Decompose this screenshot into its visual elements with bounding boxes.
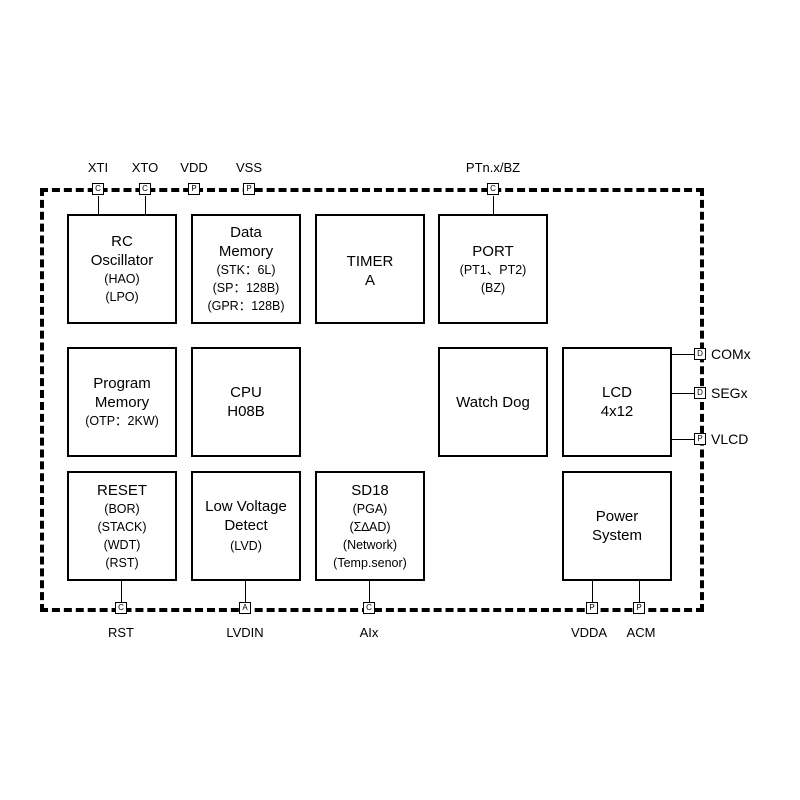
block-program-memory: Program Memory (OTP：2KW) xyxy=(67,347,177,457)
pin-xti: C xyxy=(92,183,104,195)
block-subtitle: (STK：6L) xyxy=(216,263,276,277)
pin-vlcd: P xyxy=(694,433,706,445)
wire-lvdin xyxy=(245,580,246,602)
pin-label-acm: ACM xyxy=(626,625,656,640)
block-subtitle: (RST) xyxy=(105,555,139,570)
block-data-memory: Data Memory (STK：6L) (SP：128B) (GPR：128B… xyxy=(191,214,301,324)
block-title: A xyxy=(364,272,375,289)
pin-label-rst: RST xyxy=(108,625,134,640)
wire-aix xyxy=(369,580,370,602)
block-subtitle: (Network) xyxy=(342,537,398,552)
pin-comx: D xyxy=(694,348,706,360)
pin-segx: D xyxy=(694,387,706,399)
block-title: Memory xyxy=(218,243,274,260)
pin-label-segx: SEGx xyxy=(711,385,748,401)
wire-ptn xyxy=(493,196,494,214)
block-subtitle: (Σ∆AD) xyxy=(349,519,391,534)
wire-xto xyxy=(145,196,146,214)
block-subtitle: (PT1、PT2) xyxy=(459,262,527,277)
block-title: Power xyxy=(595,508,639,525)
pin-label-vdd: VDD xyxy=(180,160,208,175)
block-timer-a: TIMER A xyxy=(315,214,425,324)
pin-rst: C xyxy=(115,602,127,614)
block-subtitle: (OTP：2KW) xyxy=(85,414,159,428)
block-title: RESET xyxy=(96,481,147,499)
pin-ptn: C xyxy=(487,183,499,195)
block-subtitle: (WDT) xyxy=(103,537,141,552)
wire-xti xyxy=(98,196,99,214)
block-title: LCD xyxy=(601,384,632,401)
block-title: SD18 xyxy=(351,481,389,499)
block-cpu: CPU H08B xyxy=(191,347,301,457)
block-title: System xyxy=(591,527,642,544)
block-lcd: LCD 4x12 xyxy=(562,347,672,457)
block-subtitle: (LPO) xyxy=(105,290,139,304)
block-low-voltage-detect: Low Voltage Detect (LVD) xyxy=(191,471,301,581)
block-title: PORT xyxy=(472,242,514,260)
block-rc-oscillator: RC Oscillator (HAO) (LPO) xyxy=(67,214,177,324)
block-title: Watch Dog xyxy=(456,393,530,411)
block-title: Oscillator xyxy=(90,252,154,269)
wire-acm xyxy=(639,580,640,602)
pin-label-vlcd: VLCD xyxy=(711,431,749,447)
block-sd18: SD18 (PGA) (Σ∆AD) (Network) (Temp.senor) xyxy=(315,471,425,581)
block-title: Detect xyxy=(224,517,268,534)
pin-label-xto: XTO xyxy=(131,160,159,175)
block-port: PORT (PT1、PT2) (BZ) xyxy=(438,214,548,324)
block-title: H08B xyxy=(227,403,265,420)
block-title: Program xyxy=(93,375,151,392)
block-title: RC xyxy=(111,233,133,250)
block-title: 4x12 xyxy=(600,403,634,420)
wire-comx xyxy=(670,354,694,355)
block-title: Data xyxy=(230,224,262,241)
block-title: TIMER xyxy=(346,253,394,270)
block-subtitle: (STACK) xyxy=(97,519,147,534)
block-subtitle: (HAO) xyxy=(104,272,140,286)
pin-vss: P xyxy=(243,183,255,195)
pin-label-vss: VSS xyxy=(235,160,263,175)
block-subtitle: (BOR) xyxy=(104,501,140,516)
wire-vdda xyxy=(592,580,593,602)
block-subtitle: (BZ) xyxy=(480,280,506,295)
pin-aix: C xyxy=(363,602,375,614)
pin-label-lvdin: LVDIN xyxy=(226,625,264,640)
block-subtitle: (GPR：128B) xyxy=(207,299,285,313)
block-reset: RESET (BOR) (STACK) (WDT) (RST) xyxy=(67,471,177,581)
pin-label-vdda: VDDA xyxy=(570,625,608,640)
block-subtitle: (PGA) xyxy=(352,501,388,516)
pin-label-xti: XTI xyxy=(87,160,109,175)
pin-label-aix: AIx xyxy=(359,625,379,640)
block-subtitle: (SP：128B) xyxy=(212,281,280,295)
wire-vlcd xyxy=(670,439,694,440)
pin-xto: C xyxy=(139,183,151,195)
wire-rst xyxy=(121,580,122,602)
block-subtitle: (Temp.senor) xyxy=(333,555,407,570)
block-title: CPU xyxy=(230,384,262,401)
pin-vdd: P xyxy=(188,183,200,195)
pin-label-ptn: PTn.x/BZ xyxy=(465,160,521,175)
block-title: Memory xyxy=(94,394,150,411)
pin-label-comx: COMx xyxy=(711,346,751,362)
block-subtitle: (LVD) xyxy=(230,539,262,553)
pin-vdda: P xyxy=(586,602,598,614)
wire-segx xyxy=(670,393,694,394)
pin-acm: P xyxy=(633,602,645,614)
block-watch-dog: Watch Dog xyxy=(438,347,548,457)
pin-lvdin: A xyxy=(239,602,251,614)
block-power-system: Power System xyxy=(562,471,672,581)
block-title: Low Voltage xyxy=(205,498,287,515)
